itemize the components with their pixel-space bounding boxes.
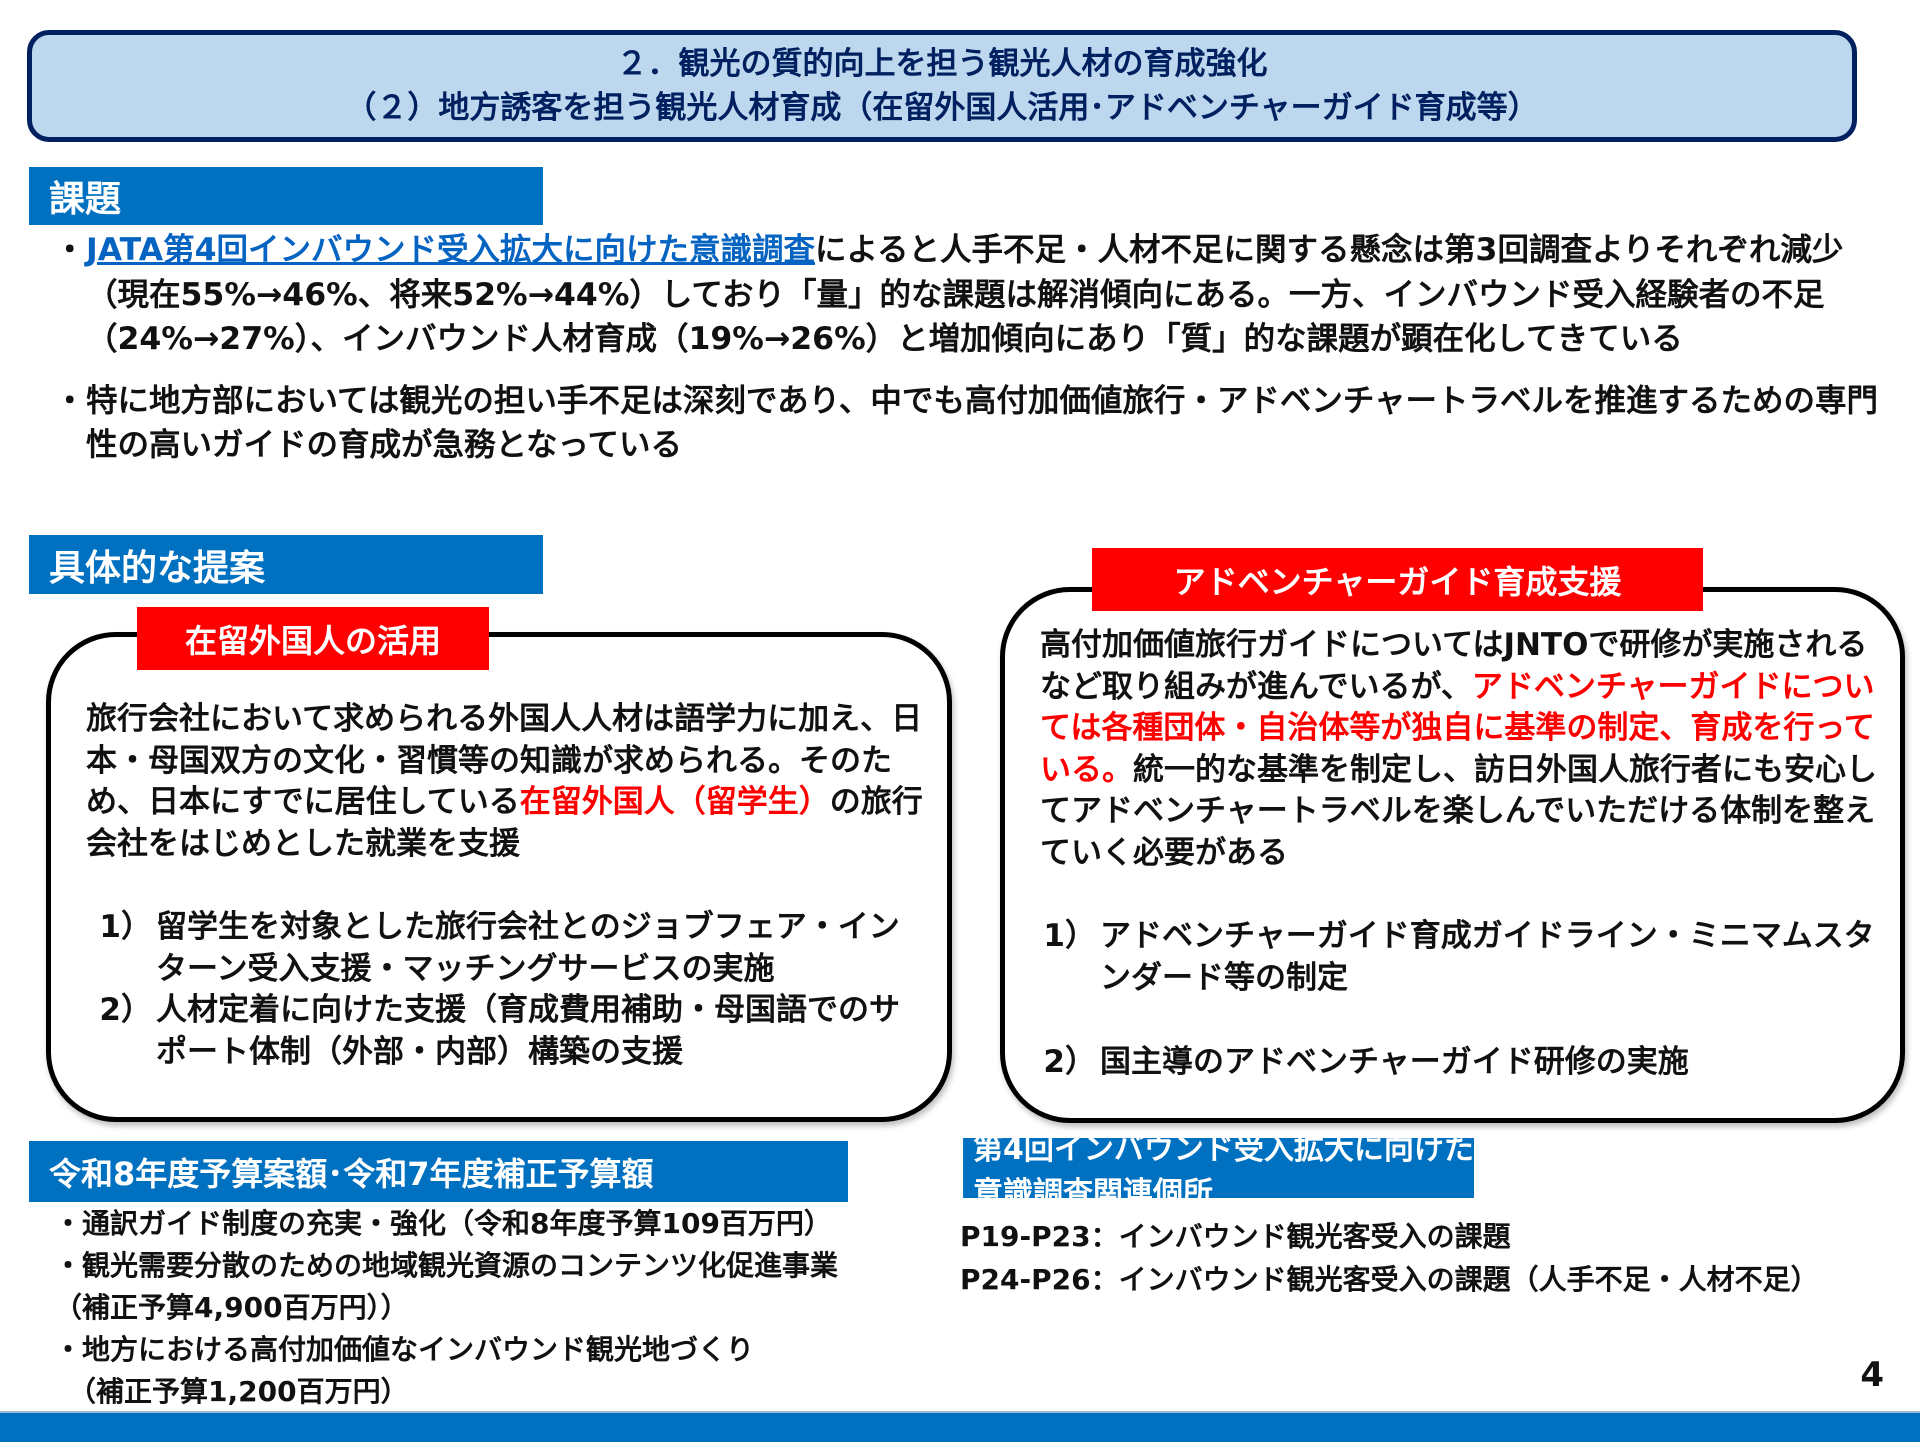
issues-body: ・ JATA第4回インバウンド受入拡大に向けた意識調査によると人手不足・人材不足… [54,228,1904,468]
list-number: 2） [1043,1044,1096,1080]
issue-text-1: によると人手不足・人材不足に関する懸念は第3回調査よりそれぞれ減少（現在55%→… [86,232,1844,357]
reference-line: P19-P23：インバウンド観光客受入の課題 [960,1220,1511,1253]
foreign-residents-label: 在留外国人の活用 [137,607,489,670]
budget-line: ・通訳ガイド制度の充実・強化（令和8年度予算109百万円） [54,1207,832,1240]
bullet-marker: ・ [54,232,86,268]
issue-text-2: 特に地方部においては観光の担い手不足は深刻であり、中でも高付加価値旅行・アドベン… [86,382,1879,464]
adventure-guide-label-text: アドベンチャーガイド育成支援 [1173,562,1622,601]
issues-heading-text: 課題 [49,179,122,220]
foreign-residents-panel [46,632,952,1122]
adventure-guide-intro: 高付加価値旅行ガイドについてはJNTOで研修が実施されるなど取り組みが進んでいる… [1040,625,1880,874]
foreign-residents-intro: 旅行会社において求められる外国人人材は語学力に加え、日本・母国双方の文化・習慣等… [86,699,926,865]
intro-highlight: アドベンチャーガイドについては各種団体・自治体等が独自に基準の制定、育成を行って… [1040,668,1875,788]
intro-text-after: 統一的な基準を制定し、訪日外国人旅行者にも安心してアドベンチャートラベルを楽しん… [1040,751,1877,871]
page-title-line1: ２．観光の質的向上を担う観光人材の育成強化 [616,46,1268,82]
budget-line: （補正予算1,200百万円） [54,1375,409,1408]
adventure-guide-list: 1） アドベンチャーガイド育成ガイドライン・ミニマムスタンダード等の制定 2） … [1030,916,1880,1084]
references-list: P19-P23：インバウンド観光客受入の課題 P24-P26：インバウンド観光客… [960,1215,1920,1301]
foreign-residents-label-text: 在留外国人の活用 [184,621,441,660]
list-number: 1） [1043,918,1096,954]
bullet-marker: ・ [54,382,86,419]
page-title-line2: （２）地方誘客を担う観光人材育成（在留外国人活用･アドベンチャーガイド育成等） [345,90,1539,126]
list-item: 2） 国主導のアドベンチャーガイド研修の実施 [1030,1042,1880,1084]
survey-link[interactable]: JATA第4回インバウンド受入拡大に向けた意識調査 [86,232,815,268]
page-title-banner: ２．観光の質的向上を担う観光人材の育成強化 （２）地方誘客を担う観光人材育成（在… [27,30,1857,142]
references-heading-text: 第4回インバウンド受入拡大に向けた意識調査関連個所 [973,1132,1474,1211]
list-text: 留学生を対象とした旅行会社とのジョブフェア・インターン受入支援・マッチングサービ… [156,909,900,987]
budget-line: ・観光需要分散のための地域観光資源のコンテンツ化促進事業 [54,1249,839,1282]
budget-line: ・地方における高付加価値なインバウンド観光地づくり [54,1333,755,1366]
issues-heading: 課題 [29,167,543,225]
issue-bullet-1: ・ JATA第4回インバウンド受入拡大に向けた意識調査によると人手不足・人材不足… [54,228,1904,362]
list-text: 国主導のアドベンチャーガイド研修の実施 [1100,1044,1689,1080]
budget-heading-text: 令和8年度予算案額･令和7年度補正予算額 [49,1154,654,1193]
list-number: 1） [99,909,152,945]
budget-list: ・通訳ガイド制度の充実・強化（令和8年度予算109百万円） ・観光需要分散のため… [54,1203,954,1413]
footer-bar [0,1411,1920,1442]
budget-heading: 令和8年度予算案額･令和7年度補正予算額 [29,1141,848,1202]
proposal-heading: 具体的な提案 [29,535,543,594]
list-item: 1） 留学生を対象とした旅行会社とのジョブフェア・インターン受入支援・マッチング… [86,907,926,990]
list-item: 2） 人材定着に向けた支援（育成費用補助・母国語でのサポート体制（外部・内部）構… [86,990,926,1073]
issue-bullet-2: ・ 特に地方部においては観光の担い手不足は深刻であり、中でも高付加価値旅行・アド… [54,379,1904,468]
adventure-guide-label: アドベンチャーガイド育成支援 [1092,548,1703,611]
adventure-guide-panel [1000,587,1905,1123]
list-number: 2） [99,992,152,1028]
intro-text-after: の旅行会社をはじめとした就業を支援 [86,784,923,862]
references-heading: 第4回インバウンド受入拡大に向けた意識調査関連個所 [963,1132,1474,1211]
foreign-residents-list: 1） 留学生を対象とした旅行会社とのジョブフェア・インターン受入支援・マッチング… [86,907,926,1073]
budget-line: （補正予算4,900百万円）） [54,1291,409,1324]
intro-highlight: 在留外国人（留学生） [519,784,830,820]
intro-text: 旅行会社において求められる外国人人材は語学力に加え、日本・母国双方の文化・習慣等… [86,701,923,820]
list-text: 人材定着に向けた支援（育成費用補助・母国語でのサポート体制（外部・内部）構築の支… [156,992,900,1070]
list-item: 1） アドベンチャーガイド育成ガイドライン・ミニマムスタンダード等の制定 [1030,916,1880,999]
proposal-heading-text: 具体的な提案 [49,547,266,589]
intro-text: 高付加価値旅行ガイドについてはJNTOで研修が実施されるなど取り組みが進んでいる… [1040,627,1868,705]
page-number: 4 [1860,1355,1884,1395]
list-text: アドベンチャーガイド育成ガイドライン・ミニマムスタンダード等の制定 [1100,918,1875,996]
reference-line: P24-P26：インバウンド観光客受入の課題（人手不足・人材不足） [960,1263,1819,1296]
